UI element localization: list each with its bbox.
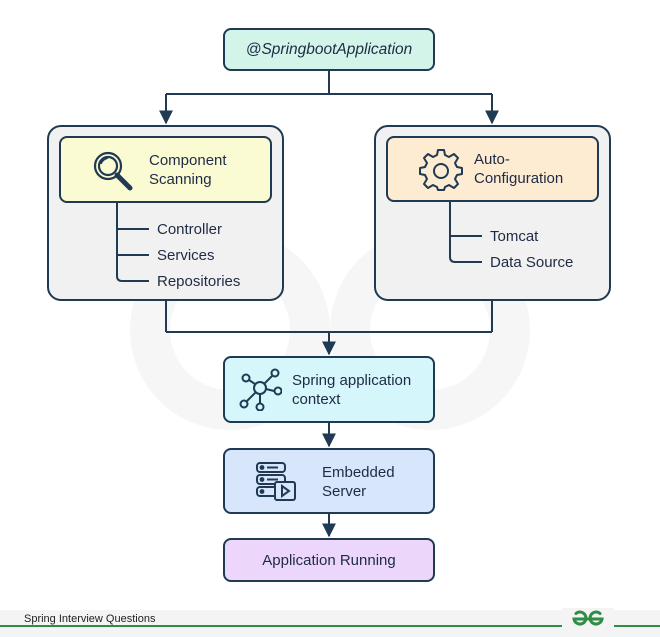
gear-icon xyxy=(419,149,463,191)
geeksforgeeks-logo-icon xyxy=(562,608,614,630)
auto-configuration-label: Auto-Configuration xyxy=(474,151,564,187)
root-label: @SpringbootApplication xyxy=(245,41,413,58)
springboot-application-node: @SpringbootApplication xyxy=(223,28,435,71)
network-nodes-icon xyxy=(239,368,282,411)
footer-caption: Spring Interview Questions xyxy=(24,613,162,625)
server-play-icon xyxy=(256,462,296,501)
spring-context-label: Spring application context xyxy=(292,372,412,408)
application-running-node: Application Running xyxy=(223,538,435,582)
auto-child-data-source: Data Source xyxy=(490,254,574,271)
embedded-server-label: Embedded Server xyxy=(322,464,395,500)
component-child-services: Services xyxy=(157,247,215,264)
component-child-controller: Controller xyxy=(157,221,223,238)
auto-child-tomcat: Tomcat xyxy=(490,228,539,245)
footer-divider xyxy=(0,625,660,627)
component-child-repositories: Repositories xyxy=(157,273,241,290)
embedded-server-node: Embedded Server xyxy=(223,448,435,514)
app-running-label: Application Running xyxy=(262,551,396,569)
spring-application-context-node: Spring application context xyxy=(223,356,435,423)
auto-configuration-node: Auto-Configuration xyxy=(386,136,599,202)
magnifier-icon xyxy=(93,151,133,191)
component-scanning-label: Component Scanning xyxy=(149,151,227,188)
